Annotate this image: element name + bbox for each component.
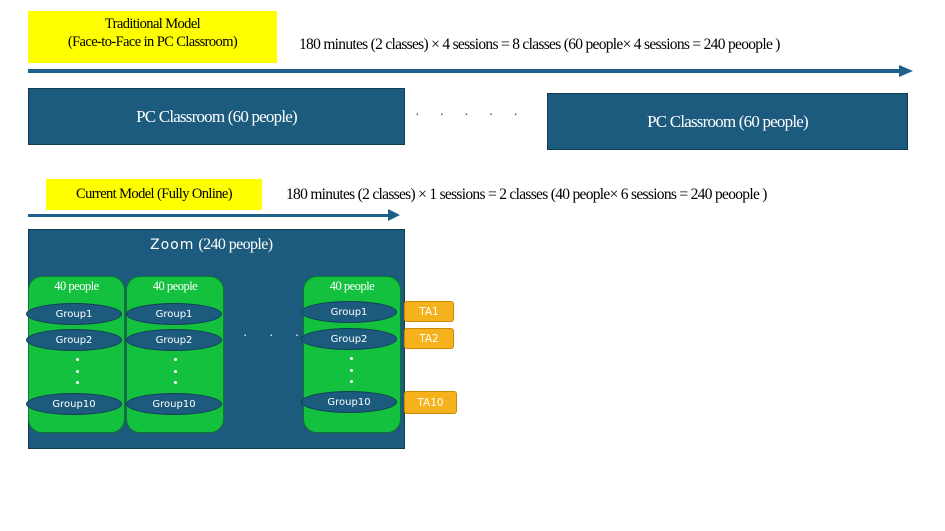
ta-badge-10: TA10 bbox=[404, 391, 457, 414]
traditional-label-line2: (Face-to-Face in PC Classroom) bbox=[67, 34, 238, 51]
current-model-label: Current Model (Fully Online) bbox=[46, 179, 262, 210]
classroom-ellipsis: · · · · · bbox=[415, 105, 526, 121]
column-1-dot-1 bbox=[76, 358, 79, 361]
current-timeline-arrow bbox=[28, 214, 390, 217]
column-3-group1: Group1 bbox=[301, 301, 397, 323]
zoom-word: Zoom bbox=[150, 237, 195, 253]
pc-classroom-box-2: PC Classroom (60 people) bbox=[547, 93, 908, 150]
column-3-group10: Group10 bbox=[301, 391, 397, 413]
column-ellipsis: · · · bbox=[243, 327, 309, 342]
column-3-dot-2 bbox=[350, 369, 353, 372]
current-formula: 180 minutes (2 classes) × 1 sessions = 2… bbox=[286, 186, 767, 203]
column-2-dot-1 bbox=[174, 358, 177, 361]
column-1-dot-2 bbox=[76, 370, 79, 373]
traditional-timeline-arrow bbox=[28, 69, 902, 73]
column-3-dot-1 bbox=[350, 357, 353, 360]
column-2-group1: Group1 bbox=[126, 303, 222, 325]
column-2-dot-3 bbox=[174, 381, 177, 384]
traditional-arrow-head bbox=[899, 65, 913, 77]
column-2-group10: Group10 bbox=[126, 393, 222, 415]
column-1-dot-3 bbox=[76, 381, 79, 384]
column-1-group10: Group10 bbox=[26, 393, 122, 415]
zoom-participant-count: (240 people) bbox=[198, 236, 273, 253]
ta-badge-1: TA1 bbox=[404, 301, 454, 322]
zoom-title: Zoom (240 people) bbox=[150, 236, 273, 254]
column-1-group1: Group1 bbox=[26, 303, 122, 325]
column-1-group2: Group2 bbox=[26, 329, 122, 351]
pc-classroom-box-1: PC Classroom (60 people) bbox=[28, 88, 405, 145]
traditional-label-line1: Traditional Model bbox=[104, 16, 201, 32]
column-3-header: 40 people bbox=[329, 279, 375, 293]
traditional-formula: 180 minutes (2 classes) × 4 sessions = 8… bbox=[299, 36, 780, 53]
current-arrow-head bbox=[388, 209, 400, 221]
column-3-group2: Group2 bbox=[301, 328, 397, 350]
ta-badge-2: TA2 bbox=[404, 328, 454, 349]
column-2-header: 40 people bbox=[152, 279, 198, 293]
traditional-model-label: Traditional Model (Face-to-Face in PC Cl… bbox=[28, 11, 277, 63]
column-1-header: 40 people bbox=[54, 279, 99, 293]
column-2-group2: Group2 bbox=[126, 329, 222, 351]
column-3-dot-3 bbox=[350, 380, 353, 383]
column-2-dot-2 bbox=[174, 370, 177, 373]
